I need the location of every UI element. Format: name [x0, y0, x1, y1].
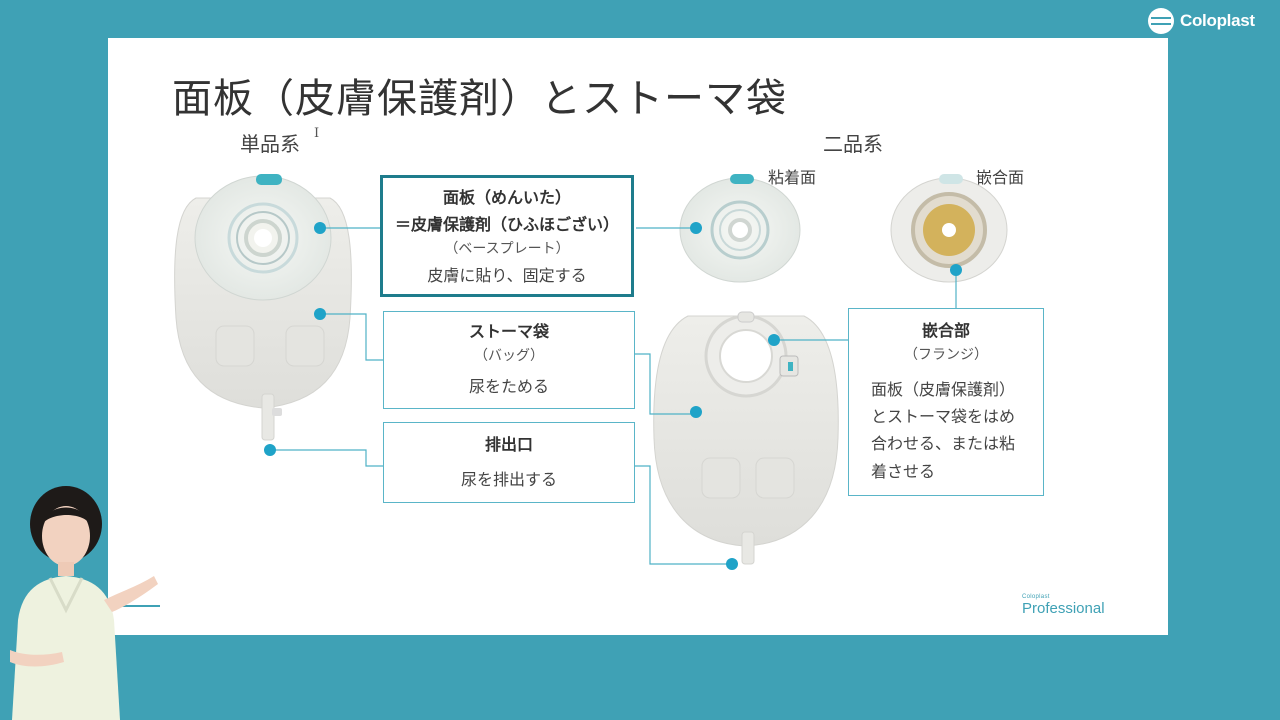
professional-logo-big: Professional	[1022, 600, 1105, 617]
faceplate-skin-barrier: ＝皮膚保護剤（ひふほござい）	[394, 215, 619, 235]
flange-desc-1: 面板（皮膚保護剤）	[871, 379, 1016, 399]
two-piece-outlet-dot	[726, 558, 738, 570]
faceplate-baseplate: （ベースプレート）	[444, 241, 570, 258]
flange-desc-2: とストーマ袋をはめ	[871, 407, 1016, 427]
faceplate-dot	[314, 222, 326, 234]
pouch-dot	[314, 308, 326, 320]
outlet-desc: 尿を排出する	[460, 470, 557, 490]
adhesive-side-label: 粘着面	[768, 168, 817, 187]
coupling-side-label: 嵌合面	[976, 168, 1025, 187]
slide: 面板（皮膚保護剤）とストーマ袋 単品系 I 二品系 粘着面 嵌合面	[108, 38, 1168, 635]
professional-logo: Coloplast Professional	[1022, 594, 1105, 618]
presenter-avatar	[10, 486, 158, 720]
outlet-box: 排出口 尿を排出する	[383, 422, 635, 503]
flange-box: 嵌合部 （フランジ） 面板（皮膚保護剤） とストーマ袋をはめ 合わせる、または粘…	[848, 308, 1044, 496]
faceplate-title: 面板（めんいた）	[442, 188, 571, 207]
faceplate-box: 面板（めんいた） ＝皮膚保護剤（ひふほござい） （ベースプレート） 皮膚に貼り、…	[380, 175, 634, 297]
pouch-title: ストーマ袋	[468, 322, 549, 341]
coupling-plate-dot	[950, 264, 962, 276]
flange-desc-4: 着させる	[871, 461, 936, 481]
flange-desc-3: 合わせる、または粘	[871, 434, 1016, 454]
coloplast-logo-icon	[1148, 8, 1174, 34]
outlet-dot	[264, 444, 276, 456]
text-cursor-icon: I	[314, 126, 320, 141]
professional-logo-small: Coloplast	[1022, 594, 1050, 600]
adhesive-plate-image	[679, 174, 801, 283]
pouch-box: ストーマ袋 （バッグ） 尿をためる	[383, 311, 635, 409]
presenter-video	[10, 486, 158, 720]
flange-subtitle: （フランジ）	[904, 347, 988, 364]
adhesive-plate-dot	[690, 222, 702, 234]
two-piece-label: 二品系	[823, 132, 883, 156]
pouch-desc: 尿をためる	[468, 376, 549, 396]
coupling-plate-image	[890, 174, 1008, 283]
faceplate-desc: 皮膚に貼り、固定する	[427, 266, 587, 286]
flange-dot	[768, 334, 780, 346]
two-piece-pouch-image	[653, 311, 839, 565]
outlet-title: 排出口	[484, 435, 533, 454]
brand-name: Coloplast	[1180, 11, 1255, 30]
slide-title: 面板（皮膚保護剤）とストーマ袋	[172, 76, 787, 122]
one-piece-label: 単品系	[240, 132, 300, 156]
one-piece-pouch-image	[174, 174, 352, 441]
two-piece-pouch-dot	[690, 406, 702, 418]
presenter-accent-line	[108, 605, 160, 607]
pouch-subtitle: （バッグ）	[474, 348, 544, 365]
flange-title: 嵌合部	[921, 321, 970, 340]
coloplast-brand: Coloplast	[1148, 8, 1255, 34]
